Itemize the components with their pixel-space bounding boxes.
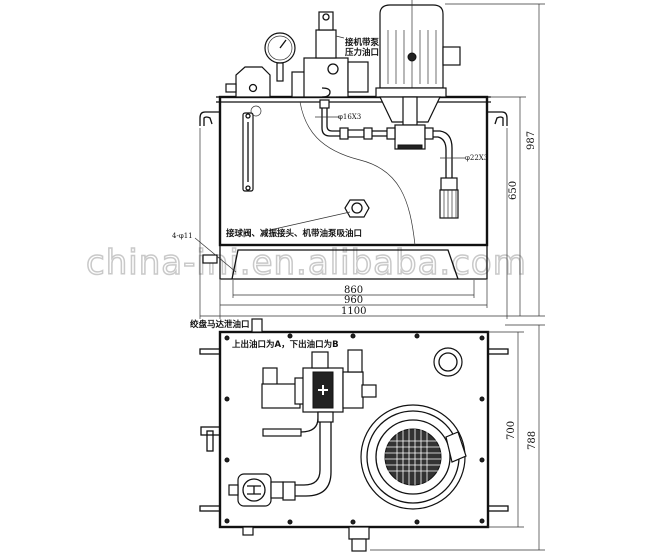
- valve-block: [303, 57, 349, 98]
- suction-strainer: [360, 404, 467, 510]
- dim-788: 788: [527, 431, 538, 450]
- suction-port: [344, 199, 370, 218]
- dimension-lines-horizontal: [199, 128, 508, 319]
- solenoid-left: [262, 367, 278, 387]
- label-pump-pressure-port: 接机带泵: [345, 37, 380, 48]
- dim-650: 650: [508, 181, 519, 200]
- mounting-bolts: [224, 333, 485, 525]
- outlet-pipe: [292, 418, 321, 486]
- lifting-hook-right: [487, 111, 508, 126]
- label-pipe-small: φ16X3: [338, 113, 361, 121]
- solenoid-right: [342, 371, 364, 409]
- dim-700: 700: [506, 421, 517, 440]
- label-suction-port: 接球阀、减振接头、机带油泵吸油口: [226, 228, 362, 239]
- electric-motor: [379, 4, 444, 89]
- dimension-lines-vertical: [445, 3, 545, 317]
- dim-1100: 1100: [341, 306, 366, 317]
- lifting-hook-left: [199, 111, 220, 126]
- base-skid: [231, 249, 459, 280]
- watermark: china-ini.en.alibaba.com: [86, 243, 527, 283]
- suction-filter: [439, 189, 459, 219]
- terminal-box: [442, 46, 461, 66]
- dim-987: 987: [526, 131, 537, 150]
- filler-breather: [235, 66, 271, 98]
- bottom-port: [348, 526, 370, 540]
- label-ports: 上出油口为A，下出油口为B: [232, 339, 339, 350]
- pressure-pipe: [321, 102, 395, 137]
- relief-valve: [315, 29, 337, 59]
- top-view: 绞盘马达泄油口 上出油口为A，下出油口为B: [190, 318, 545, 552]
- label-bolt-holes: 4-φ11: [172, 232, 193, 240]
- dim-860: 860: [344, 285, 363, 296]
- suction-pipe: [433, 130, 453, 178]
- drain-fitting: [251, 318, 263, 333]
- label-pump-pressure-port-2: 压力油口: [345, 47, 379, 58]
- front-view: 接机带泵 压力油口 φ16X3 φ22X3 接球阀、减振接头、机带油泵吸油口 4…: [172, 0, 545, 319]
- thermometer: [262, 428, 302, 437]
- drain-plug: [202, 254, 218, 264]
- label-winch-drain: 绞盘马达泄油口: [190, 319, 250, 330]
- breather-cap: [433, 347, 463, 377]
- label-pipe-large: φ22X3: [465, 154, 488, 162]
- dim-960: 960: [344, 295, 363, 306]
- cutaway-line: [299, 101, 416, 246]
